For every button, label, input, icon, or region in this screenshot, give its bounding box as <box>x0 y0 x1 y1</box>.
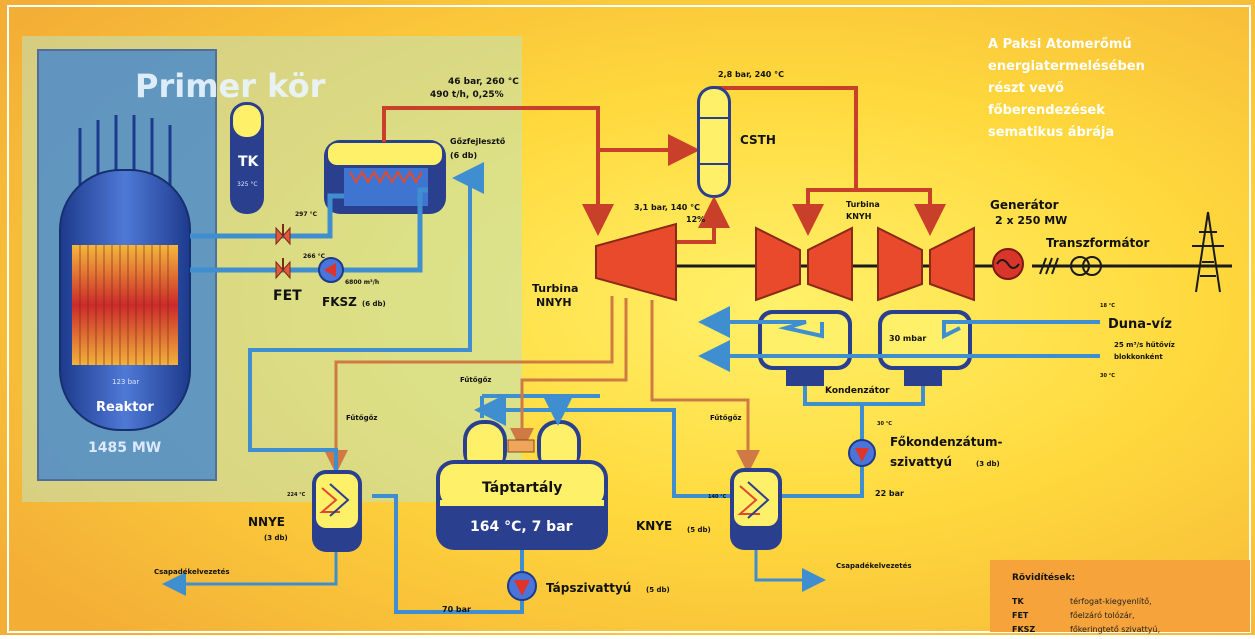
abbreviations-box: Rövidítések: TK térfogat-kiegyenlítő, FE… <box>990 560 1250 634</box>
hp-turbine-label-1: Turbina <box>532 282 578 295</box>
main-steam-line <box>382 86 946 236</box>
steam-generator-count: (6 db) <box>450 151 477 160</box>
primary-temp-hot: 297 °C <box>295 211 318 218</box>
nnye-temp: 224 °C <box>287 492 306 498</box>
reactor-power: 1485 MW <box>88 440 161 456</box>
primary-flow: 6800 m³/h <box>345 279 379 286</box>
feed-pump-icon <box>507 571 537 601</box>
hp-turbine-nnyh <box>595 222 677 302</box>
main-pump-label-2: szivattyú <box>890 455 952 469</box>
condensate-drain-pipes <box>162 550 826 596</box>
main-pump-pressure: 22 bar <box>875 489 904 498</box>
diagram-title: A Paksi Atomerőmű energiatermelésében ré… <box>988 37 1145 140</box>
lp-turbine-1 <box>755 226 853 302</box>
abbr-text-2: főkeringtető szivattyú, <box>1070 625 1160 634</box>
heating-steam-label-nnye: Fűtőgőz <box>346 413 377 422</box>
reactor: 123 bar Reaktor 1485 MW <box>59 115 191 456</box>
abbr-text-1: főelzáró tolózár, <box>1070 610 1135 620</box>
lp-turbine-label-2: KNYH <box>846 212 871 221</box>
title-line-1: A Paksi Atomerőmű <box>988 37 1132 52</box>
feed-pump-count: (5 db) <box>646 586 670 594</box>
title-line-4: főberendezések <box>988 103 1105 118</box>
knye-temp: 140 °C <box>708 494 727 500</box>
heating-steam-label-tank: Fűtőgőz <box>460 375 491 384</box>
knye-count: (5 db) <box>687 526 711 534</box>
abbr-key-1: FET <box>1012 611 1029 620</box>
river-in-temp: 18 °C <box>1100 303 1115 309</box>
cooling-flow-2: blokkonként <box>1114 353 1163 361</box>
tk-small-label: 325 °C <box>237 181 258 188</box>
transformer-label: Transzformátor <box>1046 236 1150 250</box>
nnye-heater <box>312 470 362 552</box>
abbr-key-0: TK <box>1012 597 1024 606</box>
csth-in-params-2: 12% <box>686 215 705 224</box>
primary-loop-pipes <box>190 187 428 273</box>
csth-top-params: 2,8 bar, 240 °C <box>718 70 784 79</box>
title-line-2: energiatermelésében <box>988 59 1145 74</box>
river-label: Duna-víz <box>1108 317 1172 332</box>
condenser-label: Kondenzátor <box>825 386 890 396</box>
steam-generator: Gőzfejlesztő (6 db) <box>324 137 506 214</box>
csth-inlet-pipe <box>676 196 730 244</box>
cooling-flow-1: 25 m³/s hűtővíz <box>1114 340 1175 349</box>
knye-label: KNYE <box>636 519 672 533</box>
main-pump-label-1: Főkondenzátum- <box>890 435 1003 449</box>
cooling-water-pipes <box>698 306 1100 372</box>
primary-temp-cold: 266 °C <box>303 253 326 260</box>
primary-circuit-label: Primer kör <box>135 67 326 105</box>
csth-separator-reheater <box>697 86 731 198</box>
generator-rating: 2 x 250 MW <box>995 214 1067 227</box>
main-steam-params-2: 490 t/h, 0,25% <box>430 90 504 100</box>
tk-label: TK <box>238 154 260 170</box>
reactor-small-label: 123 bar <box>112 378 139 386</box>
lp-turbine-2 <box>877 226 975 302</box>
feedwater-tank-label: Táptartály <box>482 480 562 496</box>
drain-label-right: Csapadékelvezetés <box>836 562 912 570</box>
csth-in-params-1: 3,1 bar, 140 °C <box>634 203 700 212</box>
reactor-label: Reaktor <box>96 400 154 415</box>
tank-steam-inlet <box>507 439 535 453</box>
nnye-count: (3 db) <box>264 534 288 542</box>
fksz-pump-icon <box>318 257 344 283</box>
fksz-count: (6 db) <box>362 300 386 308</box>
hp-turbine-label-2: NNYH <box>536 296 572 309</box>
nnye-label: NNYE <box>248 515 285 529</box>
main-pump-count: (3 db) <box>976 460 1000 468</box>
heating-steam-label-knye: Fűtőgőz <box>710 413 741 422</box>
river-out-temp: 30 °C <box>1100 373 1115 379</box>
fet-label: FET <box>273 288 302 304</box>
feedwater-main-line <box>248 162 524 614</box>
generator-icon <box>992 248 1024 280</box>
lp-turbine-label-1: Turbina <box>846 200 880 209</box>
pressurizer-tk: TK 325 °C <box>230 102 264 214</box>
main-steam-params-1: 46 bar, 260 °C <box>448 77 519 87</box>
pylon-icon <box>1192 211 1224 293</box>
abbreviations-title: Rövidítések: <box>1012 572 1075 583</box>
fksz-label: FKSZ <box>322 295 357 309</box>
transformer-icon <box>1039 256 1102 276</box>
title-line-5: sematikus ábrája <box>988 125 1114 140</box>
knye-heater <box>730 468 782 550</box>
frame <box>7 5 1251 633</box>
abbr-text-0: térfogat-kiegyenlítő, <box>1070 596 1152 606</box>
feedwater-tank <box>436 420 608 550</box>
feed-pump-pressure: 70 bar <box>442 605 471 614</box>
steam-generator-label: Gőzfejlesztő <box>450 137 506 146</box>
condenser-pressure: 30 mbar <box>889 334 926 343</box>
main-pump-temp: 30 °C <box>877 421 892 427</box>
generator-label: Generátor <box>990 198 1059 212</box>
csth-label: CSTH <box>740 133 776 147</box>
fet-valves <box>275 224 291 280</box>
feedwater-tank-params: 164 °C, 7 bar <box>470 519 573 535</box>
feed-pump-label: Tápszivattyú <box>546 581 631 595</box>
feedwater-inlet-pipes <box>480 394 600 426</box>
main-condensate-pump-icon <box>848 439 876 467</box>
abbr-key-2: FKSZ <box>1012 625 1035 634</box>
title-line-3: részt vevő <box>988 81 1064 96</box>
heating-steam-lines <box>324 296 760 474</box>
drain-label-left: Csapadékelvezetés <box>154 568 230 576</box>
